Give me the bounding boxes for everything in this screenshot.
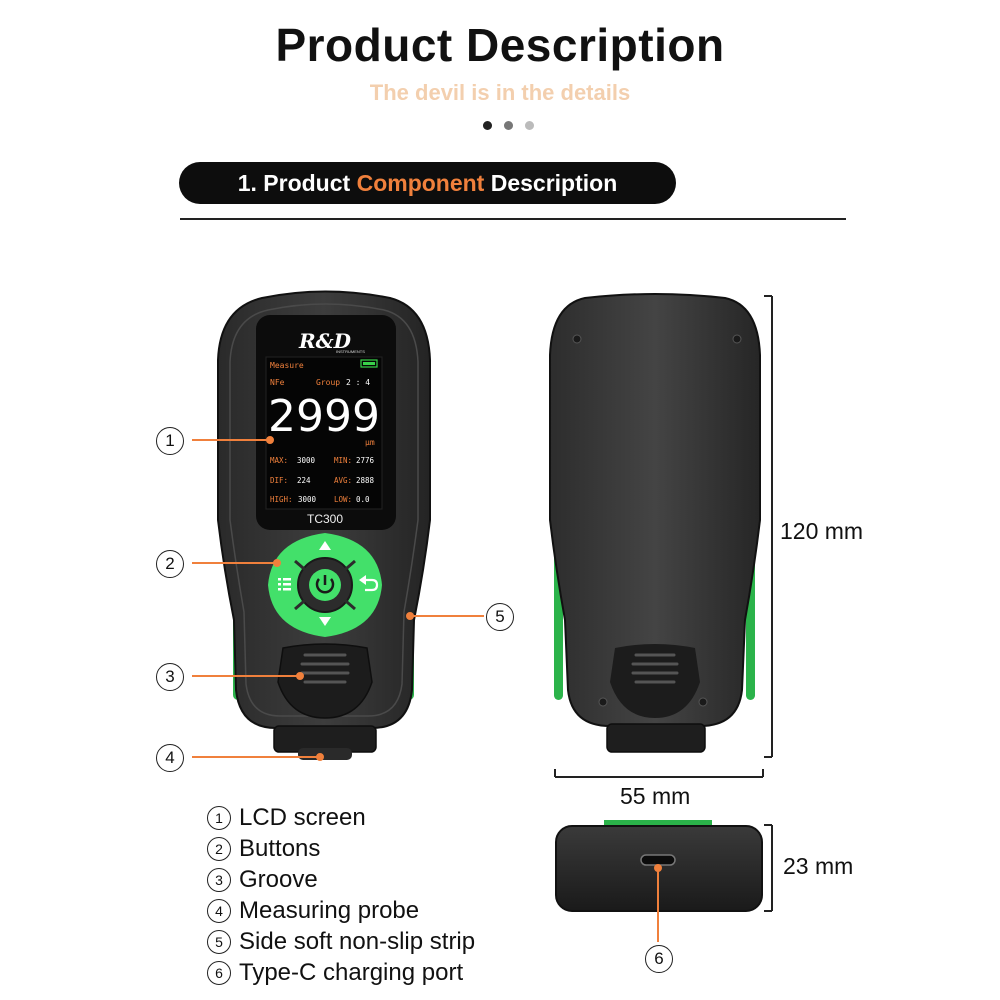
legend-number: 1 bbox=[207, 806, 231, 830]
page-subtitle: The devil is in the details bbox=[369, 80, 631, 105]
dimension-depth: 23 mm bbox=[783, 853, 854, 879]
lcd-high-label: HIGH: bbox=[270, 495, 293, 504]
legend-label: Side soft non-slip strip bbox=[239, 928, 476, 955]
device-front-view bbox=[217, 290, 431, 760]
down-arrow-icon bbox=[319, 617, 331, 626]
back-icon bbox=[363, 578, 379, 592]
lcd-max-label: MAX: bbox=[270, 456, 288, 465]
page-title: Product Description bbox=[275, 19, 725, 71]
callout-5: 5 bbox=[486, 603, 514, 631]
legend-item: 3 Groove bbox=[207, 864, 475, 895]
legend-number: 5 bbox=[207, 930, 231, 954]
menu-icon bbox=[278, 578, 291, 591]
lcd-dif-label: DIF: bbox=[270, 476, 288, 485]
lcd-avg-value: 2888 bbox=[356, 476, 375, 485]
power-icon bbox=[315, 578, 335, 594]
legend-label: Measuring probe bbox=[239, 897, 420, 924]
callout-1: 1 bbox=[156, 427, 184, 455]
dimension-width: 55 mm bbox=[620, 783, 691, 809]
callout-2: 2 bbox=[156, 550, 184, 578]
model-label: TC300 bbox=[307, 512, 343, 526]
dimension-height: 120 mm bbox=[780, 518, 864, 544]
legend-item: 5 Side soft non-slip strip bbox=[207, 926, 475, 957]
section-heading-suffix: Description bbox=[484, 170, 618, 196]
lcd-mode: Measure bbox=[270, 361, 304, 370]
component-legend: 1 LCD screen 2 Buttons 3 Groove 4 Measuring … bbox=[207, 802, 475, 988]
lcd-min-value: 2776 bbox=[356, 456, 375, 465]
section-heading-highlight: Component bbox=[356, 170, 485, 196]
pager-dot-1[interactable] bbox=[483, 121, 492, 130]
legend-label: Buttons bbox=[239, 835, 321, 862]
brand-logo-sub: INSTRUMENTS bbox=[336, 349, 365, 354]
lcd-min-label: MIN: bbox=[334, 456, 352, 465]
lcd-high-value: 3000 bbox=[298, 495, 317, 504]
lcd-avg-label: AVG: bbox=[334, 476, 352, 485]
legend-number: 2 bbox=[207, 837, 231, 861]
up-arrow-icon bbox=[319, 541, 331, 550]
section-heading-prefix: 1. Product bbox=[237, 170, 357, 196]
legend-number: 4 bbox=[207, 899, 231, 923]
usb-c-port-icon bbox=[640, 854, 676, 866]
legend-label: Groove bbox=[239, 866, 318, 893]
pager-dots bbox=[483, 121, 543, 133]
callout-4: 4 bbox=[156, 744, 184, 772]
legend-item: 4 Measuring probe bbox=[207, 895, 475, 926]
legend-label: LCD screen bbox=[239, 804, 366, 831]
lcd-group-label: Group bbox=[316, 378, 340, 387]
pager-dot-3[interactable] bbox=[525, 121, 534, 130]
section-heading: 1. Product Component Description bbox=[179, 162, 676, 204]
legend-number: 6 bbox=[207, 961, 231, 985]
lcd-dif-value: 224 bbox=[297, 476, 311, 485]
legend-number: 3 bbox=[207, 868, 231, 892]
legend-item: 6 Type-C charging port bbox=[207, 957, 475, 988]
lcd-reading: 2999 bbox=[268, 391, 380, 442]
lcd-group-value: 2 : 4 bbox=[346, 378, 370, 387]
lcd-max-value: 3000 bbox=[297, 456, 316, 465]
callout-6: 6 bbox=[645, 945, 673, 973]
device-back-view bbox=[549, 293, 761, 753]
callout-3: 3 bbox=[156, 663, 184, 691]
callout-leaders bbox=[192, 436, 662, 942]
legend-item: 1 LCD screen bbox=[207, 802, 475, 833]
brand-logo: R&D bbox=[298, 329, 352, 353]
lcd-probe: NFe bbox=[270, 378, 285, 387]
pager-dot-2[interactable] bbox=[504, 121, 513, 130]
legend-label: Type-C charging port bbox=[239, 959, 464, 986]
legend-item: 2 Buttons bbox=[207, 833, 475, 864]
lcd-low-label: LOW: bbox=[334, 495, 352, 504]
lcd-unit: µm bbox=[365, 438, 375, 447]
battery-icon bbox=[360, 359, 378, 368]
section-divider bbox=[180, 218, 846, 220]
lcd-low-value: 0.0 bbox=[356, 495, 370, 504]
dimension-lines bbox=[554, 295, 773, 912]
